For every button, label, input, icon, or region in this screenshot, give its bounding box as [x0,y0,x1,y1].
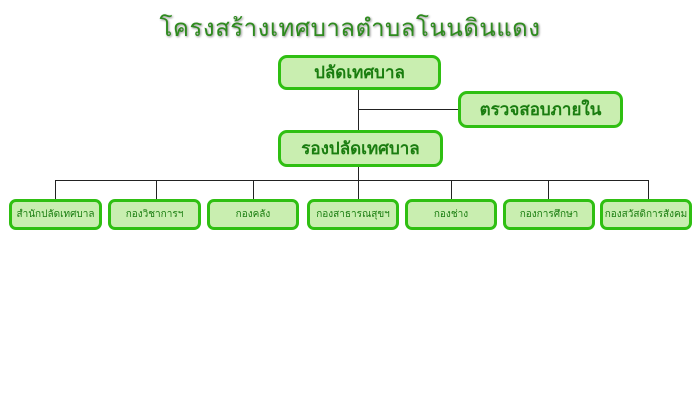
box-department: กองคลัง [207,199,299,230]
connector-dept-1 [55,180,56,200]
connector-departments-bus [55,180,648,181]
box-department: กองสาธารณสุขฯ [307,199,399,230]
connector-dept-7 [648,180,649,200]
connector-deputy-down [358,167,359,180]
box-department: สำนักปลัดเทศบาล [9,199,102,230]
box-internal-audit: ตรวจสอบภายใน [458,91,623,128]
connector-dept-2 [156,180,157,200]
connector-dept-5 [451,180,452,200]
box-department: กองการศึกษา [503,199,595,230]
page-title: โครงสร้างเทศบาลตำบลโนนดินแดง [159,14,541,42]
connector-dept-6 [548,180,549,200]
box-municipal-clerk: ปลัดเทศบาล [278,55,441,90]
box-department: กองวิชาการฯ [108,199,201,230]
box-deputy-clerk: รองปลัดเทศบาล [278,130,443,167]
box-department: กองช่าง [405,199,497,230]
box-department: กองสวัสดิการสังคม [600,199,692,230]
connector-to-audit [358,109,459,110]
connector-dept-3 [253,180,254,200]
connector-dept-4 [358,180,359,200]
